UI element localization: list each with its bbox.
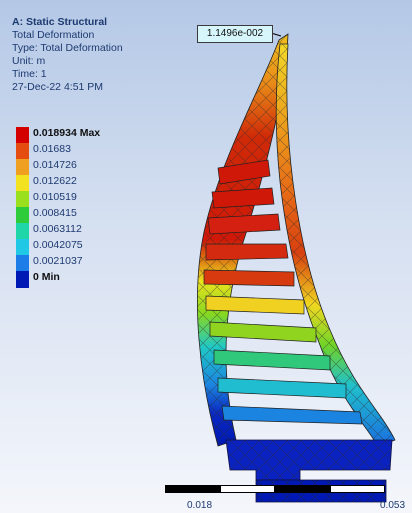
legend-color-swatch <box>16 255 29 272</box>
analysis-title: A: Static Structural <box>12 16 108 28</box>
result-unit: Unit: m <box>12 55 46 67</box>
legend-value-label: 0.010519 <box>33 191 77 203</box>
scale-segment-light <box>220 485 275 493</box>
legend-value-label: 0.0063112 <box>33 223 82 235</box>
legend-color-swatch <box>16 239 29 256</box>
legend-value-label: 0.014726 <box>33 159 77 171</box>
blade-ribs <box>203 159 363 425</box>
result-name: Total Deformation <box>12 29 95 41</box>
legend-color-swatch <box>16 175 29 192</box>
scale-right-label: 0.053 <box>380 500 406 511</box>
legend-value-label: 0.008415 <box>33 207 77 219</box>
scale-segment-light <box>330 485 385 493</box>
probe-label[interactable]: 1.1496e-002 <box>197 25 273 43</box>
scale-segment-dark <box>275 485 330 493</box>
legend-value-label: 0 Min <box>33 271 60 283</box>
result-date: 27-Dec-22 4:51 PM <box>12 81 104 93</box>
legend-color-swatch <box>16 223 29 240</box>
scale-segment-dark <box>165 485 220 493</box>
legend-color-swatch <box>16 191 29 208</box>
result-time: Time: 1 <box>12 68 47 80</box>
legend-color-swatch <box>16 207 29 224</box>
scale-ruler <box>165 485 385 495</box>
legend-color-swatch <box>16 127 29 144</box>
legend-color-swatch <box>16 143 29 160</box>
result-type: Type: Total Deformation <box>12 42 123 54</box>
legend-value-label: 0.018934 Max <box>33 127 101 139</box>
legend-value-label: 0.0042075 <box>33 239 83 251</box>
legend-color-swatch <box>16 271 29 288</box>
legend-value-label: 0.01683 <box>33 143 71 155</box>
scale-left-label: 0.018 <box>187 500 213 511</box>
legend-value-label: 0.0021037 <box>33 255 83 267</box>
legend-color-swatch <box>16 159 29 176</box>
legend-value-label: 0.012622 <box>33 175 77 187</box>
